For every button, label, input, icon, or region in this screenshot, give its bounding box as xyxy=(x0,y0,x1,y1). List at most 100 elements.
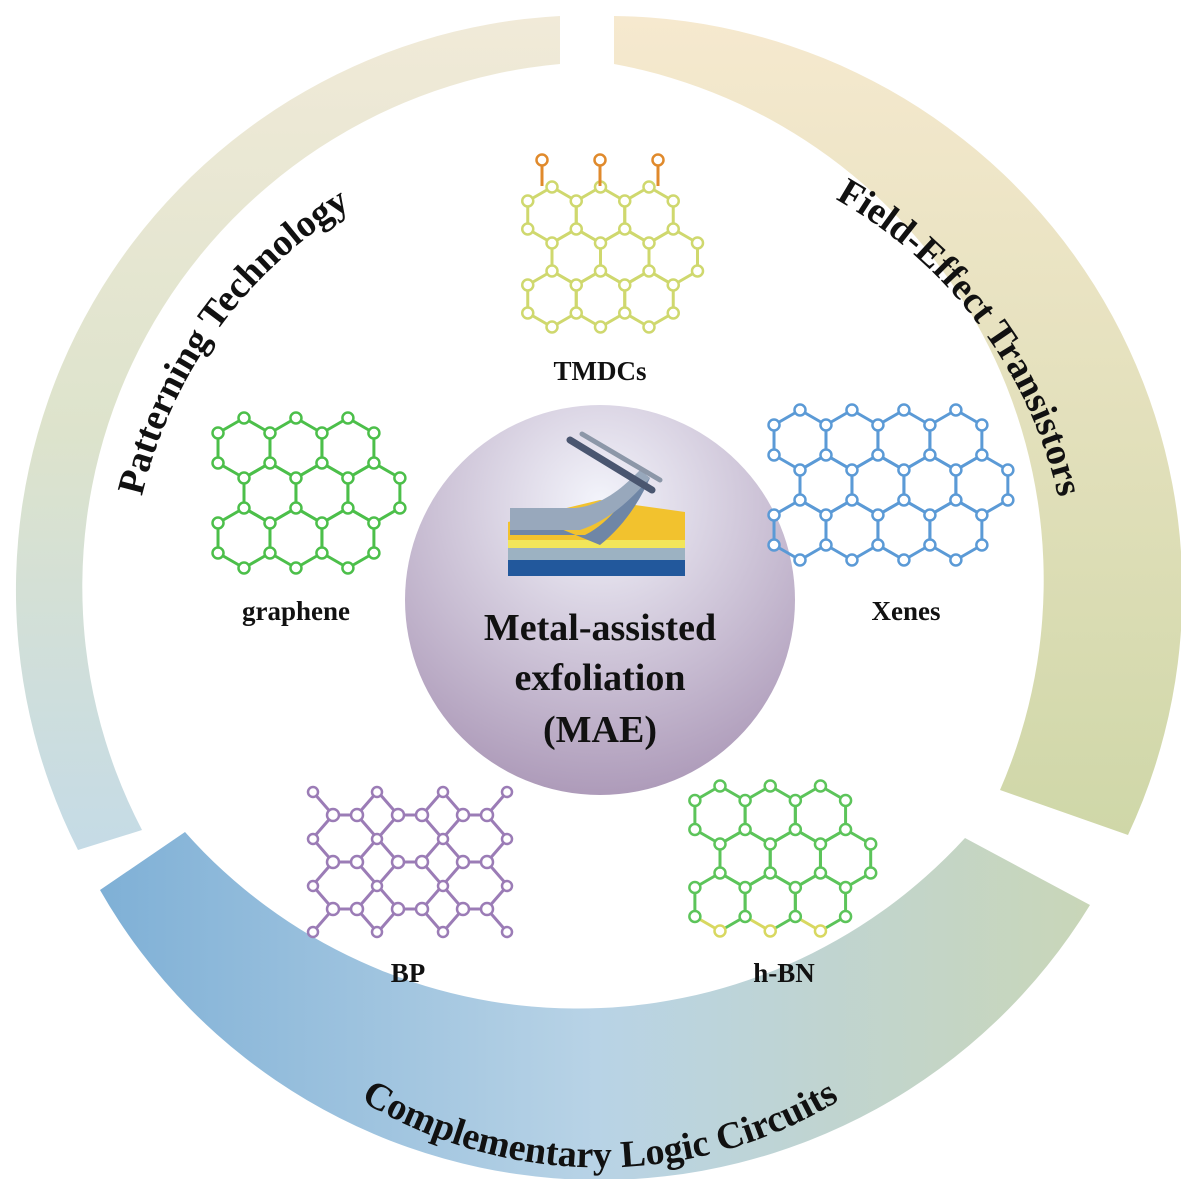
lattice-atom xyxy=(500,832,514,846)
lattice-atom xyxy=(713,866,727,880)
lattice-atom xyxy=(306,925,320,939)
lattice-atom xyxy=(975,418,989,432)
lattice-atom xyxy=(897,463,911,477)
lattice-atom xyxy=(666,194,680,208)
lattice-atom xyxy=(315,546,329,560)
lattice-atom xyxy=(370,785,384,799)
lattice-atom xyxy=(617,194,632,208)
lattice-atom xyxy=(923,508,937,522)
ring-segment-logic xyxy=(100,832,1090,1179)
lattice-atom xyxy=(819,538,833,552)
lattice-atom xyxy=(414,807,430,823)
lattice-atom xyxy=(738,793,752,808)
lattice-atom xyxy=(414,854,430,870)
lattice-atom xyxy=(545,180,559,194)
lattice-atom xyxy=(289,501,303,515)
lattice-atom xyxy=(211,426,225,440)
lattice-atom xyxy=(871,508,885,522)
lattice-atom xyxy=(315,456,329,470)
lattice-atom xyxy=(666,222,680,236)
lattice-atom xyxy=(617,222,632,236)
lattice-atom xyxy=(289,561,303,575)
lattice-atom xyxy=(897,553,911,567)
lattice-atom xyxy=(690,236,705,250)
lattice-atom xyxy=(535,153,549,167)
lattice-atom xyxy=(863,866,878,880)
lattice-atom xyxy=(341,411,355,425)
lattice-atom xyxy=(237,501,251,515)
center-circle xyxy=(405,405,795,795)
lattice-atom xyxy=(367,516,381,530)
lattice-atom xyxy=(819,508,833,522)
lattice-atom xyxy=(767,418,781,432)
label-tmdcs: TMDCs xyxy=(554,356,647,386)
lattice-atom xyxy=(237,411,251,425)
lattice-atom xyxy=(838,793,853,808)
lattice-atom xyxy=(390,854,406,870)
center-title-line2: exfoliation xyxy=(515,657,686,699)
lattice-atom xyxy=(569,278,583,292)
lattice-atom xyxy=(306,832,320,846)
lattice-atom xyxy=(793,493,807,507)
lattice-atom xyxy=(793,403,807,417)
lattice-atom xyxy=(690,264,705,278)
lattice-atom xyxy=(393,471,407,485)
label-bp: BP xyxy=(391,958,426,988)
lattice-atom xyxy=(593,153,607,167)
lattice-atom xyxy=(325,901,341,917)
lattice-atom xyxy=(593,320,608,334)
lattice-atom xyxy=(845,493,859,507)
lattice-atom xyxy=(390,901,406,917)
lattice-atom xyxy=(975,508,989,522)
lattice-atom xyxy=(838,880,853,895)
lattice-atom xyxy=(713,924,727,938)
lattice-atom xyxy=(263,426,277,440)
hbn-lattice xyxy=(688,779,878,938)
lattice-atom xyxy=(593,264,608,278)
lattice-atom xyxy=(793,463,807,477)
lattice-atom xyxy=(263,516,277,530)
center-title-line1: Metal-assisted xyxy=(484,607,716,649)
lattice-atom xyxy=(975,538,989,552)
lattice-atom xyxy=(651,153,665,167)
lattice-atom xyxy=(788,909,803,924)
lattice-atom xyxy=(521,194,535,208)
lattice-atom xyxy=(367,426,381,440)
lattice-atom xyxy=(838,909,853,924)
lattice-atom xyxy=(793,553,807,567)
lattice-atom xyxy=(923,448,937,462)
lattice-atom xyxy=(349,901,365,917)
lattice-atom xyxy=(738,909,752,924)
lattice-atom xyxy=(521,306,535,320)
lattice-atom xyxy=(479,854,495,870)
lattice-atom xyxy=(713,779,727,793)
lattice-atom xyxy=(569,194,583,208)
lattice-atom xyxy=(455,854,471,870)
lattice-atom xyxy=(315,426,329,440)
lattice-atom xyxy=(897,403,911,417)
lattice-atom xyxy=(813,837,828,851)
lattice-atom xyxy=(325,854,341,870)
center-title-line3: (MAE) xyxy=(543,709,657,751)
lattice-atom xyxy=(436,925,450,939)
lattice-atom xyxy=(871,448,885,462)
lattice-atom xyxy=(813,924,828,938)
lattice-atom xyxy=(767,508,781,522)
lattice-atom xyxy=(845,463,859,477)
lattice-atom xyxy=(845,553,859,567)
lattice-atom xyxy=(436,879,450,893)
lattice-atom xyxy=(713,837,727,851)
lattice-atom xyxy=(923,538,937,552)
lattice-atom xyxy=(569,306,583,320)
lattice-atom xyxy=(436,785,450,799)
lattice-atom xyxy=(289,471,303,485)
lattice-atom xyxy=(617,306,632,320)
lattice-atom xyxy=(455,901,471,917)
lattice-atom xyxy=(642,180,656,194)
lattice-atom xyxy=(871,538,885,552)
lattice-atom xyxy=(237,561,251,575)
lattice-atom xyxy=(975,448,989,462)
lattice-atom xyxy=(545,264,559,278)
lattice-atom xyxy=(738,880,752,895)
